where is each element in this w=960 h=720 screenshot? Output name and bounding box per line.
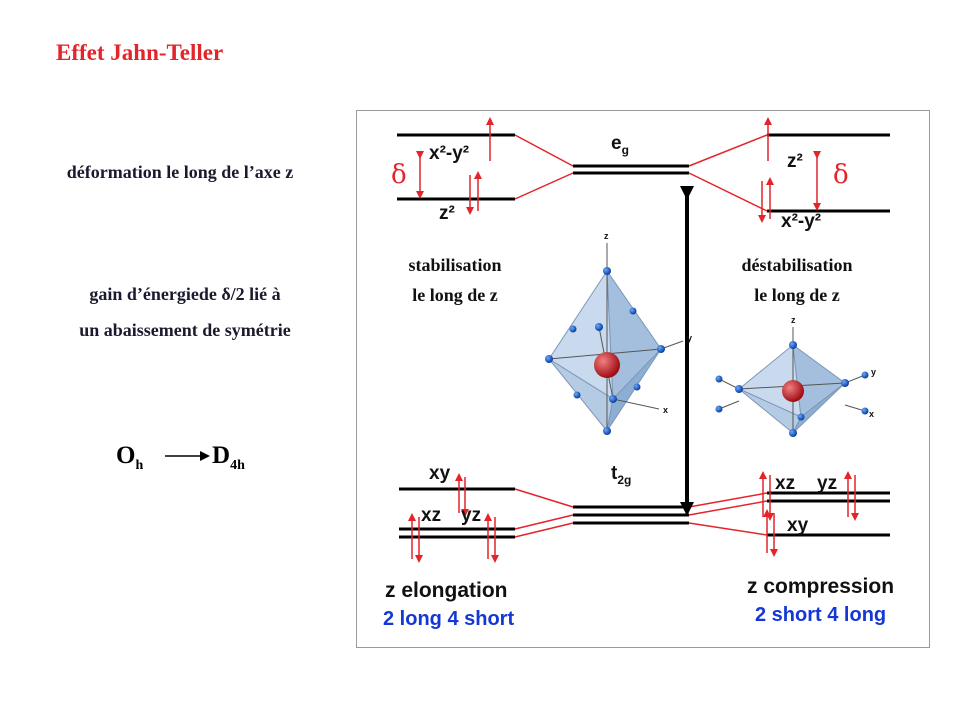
caption-z-compression: z compression	[747, 575, 894, 598]
caption-z-elongation: z elongation	[385, 579, 508, 602]
orbital-right-z2: z²	[787, 151, 803, 172]
page-title: Effet Jahn-Teller	[56, 40, 224, 65]
orbital-t2g: t2g	[611, 463, 631, 487]
svg-text:x: x	[869, 409, 874, 419]
stabilisation-line1: stabilisation	[408, 255, 501, 275]
caption-compression-bonds: 2 short 4 long	[755, 604, 886, 626]
destabilisation-line1: déstabilisation	[741, 255, 852, 275]
orbital-right-x2y2: x²-y²	[781, 211, 821, 232]
orbital-left-z2: z²	[439, 203, 455, 224]
orbital-left-xy: xy	[429, 463, 451, 484]
energy-level-diagram: x²-y² z² z² x²-y² eg t2g xy xz yz xz yz …	[383, 117, 894, 630]
octahedron-elongated: z y x	[545, 231, 692, 435]
caption-elongation-bonds: 2 long 4 short	[383, 608, 514, 630]
octahedron-compressed: z y x	[715, 315, 876, 437]
svg-text:x: x	[663, 405, 668, 415]
eg-levels	[397, 133, 890, 213]
orbital-eg: eg	[611, 133, 629, 157]
orbital-right-xy: xy	[787, 515, 809, 536]
orbital-right-yz: yz	[817, 473, 837, 494]
svg-text:y: y	[871, 367, 876, 377]
stabilisation-line2: le long de z	[412, 285, 498, 305]
svg-text:y: y	[687, 333, 692, 343]
jahn-teller-diagram: x²-y² z² z² x²-y² eg t2g xy xz yz xz yz …	[356, 110, 930, 648]
electron-arrows	[408, 117, 859, 563]
svg-text:z: z	[604, 231, 609, 241]
orbital-right-xz: xz	[775, 473, 795, 494]
energy-gain-line1: gain d’énergiede δ/2 lié à	[89, 284, 281, 304]
orbital-left-xz: xz	[421, 505, 441, 526]
delta-left: δ	[391, 160, 407, 190]
symmetry-d4h: D4h	[212, 442, 245, 473]
symmetry-oh: Oh	[116, 442, 144, 473]
destabilisation-line2: le long de z	[754, 285, 840, 305]
deformation-label: déformation le long de l’axe z	[66, 162, 294, 182]
energy-gain-line2: un abaissement de symétrie	[79, 320, 291, 340]
orbital-left-yz: yz	[461, 505, 481, 526]
orbital-left-x2y2: x²-y²	[429, 143, 469, 164]
delta-right: δ	[833, 160, 849, 190]
svg-text:z: z	[791, 315, 796, 325]
